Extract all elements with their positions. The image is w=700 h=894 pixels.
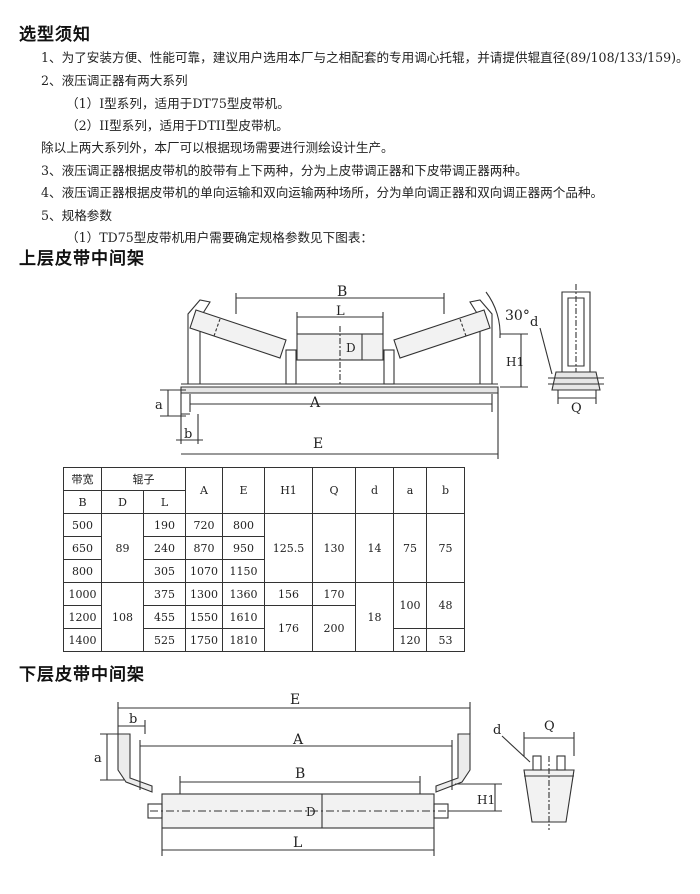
section-title-upper-frame: 上层皮带中间架 [19,249,145,269]
upper-label-B: B [337,284,347,300]
cell-E: 1360 [222,582,265,606]
notice-item-2: 2、液压调正器有两大系列 [41,73,188,88]
cell-L: 455 [143,605,186,629]
lower-label-E: E [290,692,300,708]
header-b: b [426,467,465,514]
header-d: d [355,467,394,514]
cell-E: 950 [222,536,265,560]
cell-H1: 176 [264,605,313,652]
upper-label-A: A [309,395,321,411]
notice-item-5: 5、规格参数 [41,208,112,223]
cell-Q: 130 [312,513,356,583]
header-roller: 辊子 [101,467,186,491]
cell-L: 190 [143,513,186,537]
section-title-lower-frame: 下层皮带中间架 [19,665,145,685]
cell-A: 1750 [185,628,223,652]
lower-label-a: a [94,751,102,766]
cell-A: 870 [185,536,223,560]
upper-label-Q: Q [571,401,582,416]
upper-label-E: E [313,436,323,452]
notice-item-3: 3、液压调正器根据皮带机的胶带有上下两种，分为上皮带调正器和下皮带调正器两种。 [41,163,528,178]
upper-label-D: D [346,341,356,355]
cell-B: 800 [63,559,102,583]
header-belt-width-sub: B [63,490,102,514]
cell-E: 800 [222,513,265,537]
header-a: a [393,467,427,514]
notice-item-5-1: （1）TD75型皮带机用户需要确定规格参数见下图表： [66,230,374,245]
cell-b: 53 [426,628,465,652]
spec-table: 带宽 辊子 A E H1 Q d a b B D L 500 89 190 72… [63,467,465,652]
upper-label-d: d [530,315,538,330]
lower-label-d: d [493,723,501,738]
upper-label-b: b [184,427,192,442]
lower-label-A: A [292,732,304,748]
cell-B: 650 [63,536,102,560]
cell-D: 89 [101,513,144,583]
cell-E: 1150 [222,559,265,583]
lower-label-B: B [295,766,305,782]
header-L: L [143,490,186,514]
cell-d: 14 [355,513,394,583]
cell-a: 75 [393,513,427,583]
lower-label-b: b [129,712,137,727]
cell-Q: 200 [312,605,356,652]
cell-A: 1300 [185,582,223,606]
upper-label-a: a [155,398,163,413]
header-A: A [185,467,223,514]
cell-B: 1000 [63,582,102,606]
notice-item-2-1: （1）I型系列，适用于DT75型皮带机。 [66,96,290,111]
cell-L: 305 [143,559,186,583]
cell-B: 1400 [63,628,102,652]
cell-E: 1810 [222,628,265,652]
notice-item-4: 4、液压调正器根据皮带机的单向运输和双向运输两种场所，分为单向调正器和双向调正器… [41,185,604,200]
header-D: D [101,490,144,514]
cell-b: 75 [426,513,465,583]
cell-A: 720 [185,513,223,537]
header-H1: H1 [264,467,313,514]
lower-frame-drawing: E b a A B D L H1 d Q [94,692,575,856]
cell-L: 525 [143,628,186,652]
cell-E: 1610 [222,605,265,629]
notice-item-2-note: 除以上两大系列外，本厂可以根据现场需要进行测绘设计生产。 [41,140,394,155]
cell-a: 100 [393,582,427,629]
lower-label-L: L [293,835,302,851]
lower-label-Q: Q [544,719,555,734]
cell-D: 108 [101,582,144,652]
header-E: E [222,467,265,514]
upper-frame-drawing: B L D H1 30° d Q a A b E [155,284,604,459]
cell-L: 240 [143,536,186,560]
cell-A: 1550 [185,605,223,629]
header-belt-width: 带宽 [63,467,102,491]
notice-item-2-2: （2）II型系列，适用于DTII型皮带机。 [66,118,289,133]
cell-A: 1070 [185,559,223,583]
cell-H1: 125.5 [264,513,313,583]
cell-a: 120 [393,628,427,652]
upper-label-L: L [336,304,345,319]
cell-B: 1200 [63,605,102,629]
cell-H1: 156 [264,582,313,606]
lower-label-H1: H1 [477,793,495,807]
upper-label-H1: H1 [506,355,524,369]
header-Q: Q [312,467,356,514]
cell-d: 18 [355,582,394,652]
notice-item-1: 1、为了安装方便、性能可靠，建议用户选用本厂与之相配套的专用调心托辊，并请提供辊… [41,50,689,65]
cell-B: 500 [63,513,102,537]
upper-label-angle: 30° [505,308,530,324]
section-title-notice: 选型须知 [19,25,91,45]
lower-label-D: D [306,805,316,819]
cell-Q: 170 [312,582,356,606]
cell-b: 48 [426,582,465,629]
cell-L: 375 [143,582,186,606]
